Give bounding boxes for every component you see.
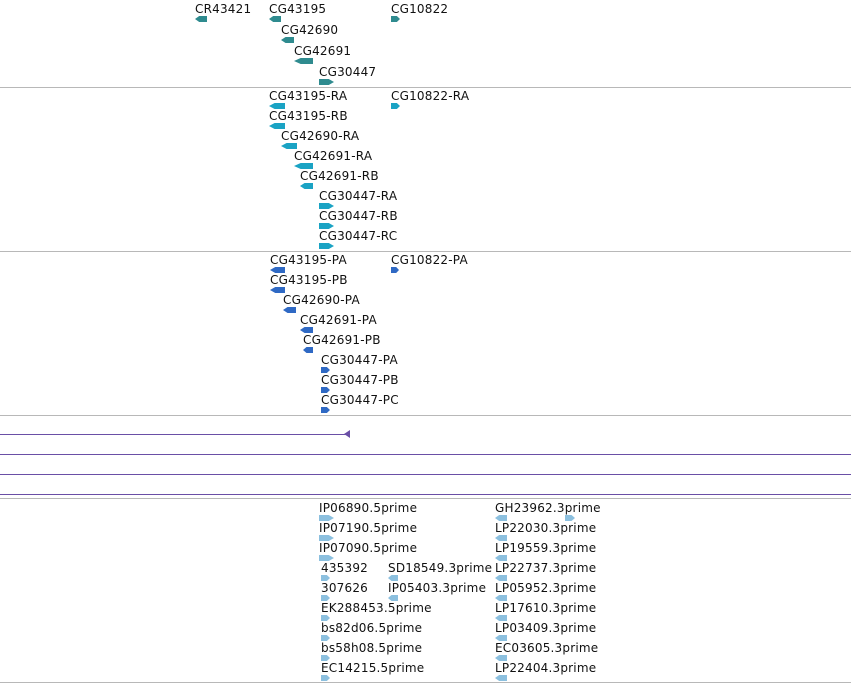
transcript-label[interactable]: CG30447-RA bbox=[319, 189, 398, 203]
est-label[interactable]: LP17610.3prime bbox=[495, 601, 597, 615]
gene-glyph[interactable] bbox=[195, 16, 207, 22]
peptide-label[interactable]: CG30447-PC bbox=[321, 393, 399, 407]
est-label[interactable]: EC14215.5prime bbox=[321, 661, 425, 675]
gene-label[interactable]: CG42690 bbox=[281, 23, 339, 37]
gene-glyph[interactable] bbox=[319, 79, 334, 85]
est-glyph[interactable] bbox=[565, 515, 575, 521]
est-label[interactable]: LP05952.3prime bbox=[495, 581, 597, 595]
est-label[interactable]: LP19559.3prime bbox=[495, 541, 597, 555]
est-label[interactable]: IP07090.5prime bbox=[319, 541, 418, 555]
est-glyph[interactable] bbox=[319, 555, 334, 561]
peptide-glyph[interactable] bbox=[321, 367, 330, 373]
est-label[interactable]: LP22404.3prime bbox=[495, 661, 597, 675]
gene-label[interactable]: CG30447 bbox=[319, 65, 377, 79]
est-glyph[interactable] bbox=[495, 515, 507, 521]
est-glyph[interactable] bbox=[319, 515, 334, 521]
est-glyph[interactable] bbox=[321, 615, 330, 621]
est-glyph[interactable] bbox=[495, 575, 507, 581]
est-label[interactable]: 435392 bbox=[321, 561, 369, 575]
track-separator bbox=[0, 415, 851, 416]
est-glyph[interactable] bbox=[319, 535, 334, 541]
est-glyph[interactable] bbox=[495, 675, 507, 681]
transcript-glyph[interactable] bbox=[269, 123, 285, 129]
peptide-label[interactable]: CG10822-PA bbox=[391, 253, 468, 267]
est-label[interactable]: EC03605.3prime bbox=[495, 641, 599, 655]
est-label[interactable]: LP22737.3prime bbox=[495, 561, 597, 575]
est-label[interactable]: LP22030.3prime bbox=[495, 521, 597, 535]
gene-glyph[interactable] bbox=[281, 37, 294, 43]
peptide-label[interactable]: CG42691-PA bbox=[300, 313, 377, 327]
gene-glyph[interactable] bbox=[391, 16, 400, 22]
est-glyph[interactable] bbox=[321, 635, 330, 641]
est-glyph[interactable] bbox=[321, 675, 330, 681]
transcript-label[interactable]: CG42691-RA bbox=[294, 149, 373, 163]
transcript-label[interactable]: CG43195-RB bbox=[269, 109, 348, 123]
peptide-label[interactable]: CG42691-PB bbox=[303, 333, 381, 347]
peptide-label[interactable]: CG30447-PB bbox=[321, 373, 399, 387]
transcript-glyph[interactable] bbox=[391, 103, 400, 109]
gene-label[interactable]: CG42691 bbox=[294, 44, 352, 58]
track-separator bbox=[0, 87, 851, 88]
est-label[interactable]: GH23962.3prime bbox=[495, 501, 601, 515]
est-glyph[interactable] bbox=[321, 655, 330, 661]
est-glyph[interactable] bbox=[495, 615, 507, 621]
peptide-glyph[interactable] bbox=[391, 267, 399, 273]
est-glyph[interactable] bbox=[495, 535, 507, 541]
est-glyph[interactable] bbox=[495, 555, 507, 561]
transcript-label[interactable]: CG10822-RA bbox=[391, 89, 470, 103]
alignment-line[interactable] bbox=[0, 434, 346, 435]
transcript-label[interactable]: CG42690-RA bbox=[281, 129, 360, 143]
est-label[interactable]: IP06890.5prime bbox=[319, 501, 418, 515]
est-glyph[interactable] bbox=[495, 635, 507, 641]
est-label[interactable]: IP07190.5prime bbox=[319, 521, 418, 535]
peptide-glyph[interactable] bbox=[270, 287, 285, 293]
est-label[interactable]: LP03409.3prime bbox=[495, 621, 597, 635]
peptide-label[interactable]: CG43195-PB bbox=[270, 273, 348, 287]
gene-glyph[interactable] bbox=[294, 58, 313, 64]
peptide-glyph[interactable] bbox=[283, 307, 296, 313]
transcript-label[interactable]: CG30447-RC bbox=[319, 229, 398, 243]
alignment-line[interactable] bbox=[0, 474, 851, 475]
est-glyph[interactable] bbox=[495, 655, 507, 661]
gene-label[interactable]: CR43421 bbox=[195, 2, 252, 16]
gene-glyph[interactable] bbox=[269, 16, 281, 22]
transcript-label[interactable]: CG43195-RA bbox=[269, 89, 348, 103]
peptide-glyph[interactable] bbox=[300, 327, 313, 333]
est-glyph[interactable] bbox=[388, 575, 398, 581]
transcript-glyph[interactable] bbox=[319, 203, 334, 209]
est-label[interactable]: SD18549.3prime bbox=[388, 561, 493, 575]
est-label[interactable]: EK288453.5prime bbox=[321, 601, 432, 615]
est-label[interactable]: bs58h08.5prime bbox=[321, 641, 423, 655]
gene-label[interactable]: CG43195 bbox=[269, 2, 327, 16]
alignment-line[interactable] bbox=[0, 454, 851, 455]
est-glyph[interactable] bbox=[321, 575, 330, 581]
peptide-label[interactable]: CG30447-PA bbox=[321, 353, 398, 367]
peptide-label[interactable]: CG43195-PA bbox=[270, 253, 347, 267]
transcript-glyph[interactable] bbox=[319, 243, 334, 249]
transcript-glyph[interactable] bbox=[281, 143, 297, 149]
est-label[interactable]: 307626 bbox=[321, 581, 369, 595]
est-label[interactable]: bs82d06.5prime bbox=[321, 621, 423, 635]
est-glyph[interactable] bbox=[388, 595, 398, 601]
track-separator bbox=[0, 498, 851, 499]
transcript-glyph[interactable] bbox=[319, 223, 334, 229]
alignment-arrow-icon bbox=[344, 430, 350, 438]
transcript-glyph[interactable] bbox=[294, 163, 313, 169]
peptide-glyph[interactable] bbox=[321, 407, 330, 413]
peptide-glyph[interactable] bbox=[303, 347, 313, 353]
transcript-label[interactable]: CG42691-RB bbox=[300, 169, 379, 183]
gene-label[interactable]: CG10822 bbox=[391, 2, 449, 16]
transcript-glyph[interactable] bbox=[300, 183, 313, 189]
est-glyph[interactable] bbox=[321, 595, 330, 601]
alignment-line[interactable] bbox=[0, 494, 851, 495]
peptide-label[interactable]: CG42690-PA bbox=[283, 293, 360, 307]
transcript-label[interactable]: CG30447-RB bbox=[319, 209, 398, 223]
peptide-glyph[interactable] bbox=[270, 267, 285, 273]
track-separator bbox=[0, 251, 851, 252]
peptide-glyph[interactable] bbox=[321, 387, 330, 393]
est-glyph[interactable] bbox=[495, 595, 507, 601]
est-label[interactable]: IP05403.3prime bbox=[388, 581, 487, 595]
transcript-glyph[interactable] bbox=[269, 103, 285, 109]
